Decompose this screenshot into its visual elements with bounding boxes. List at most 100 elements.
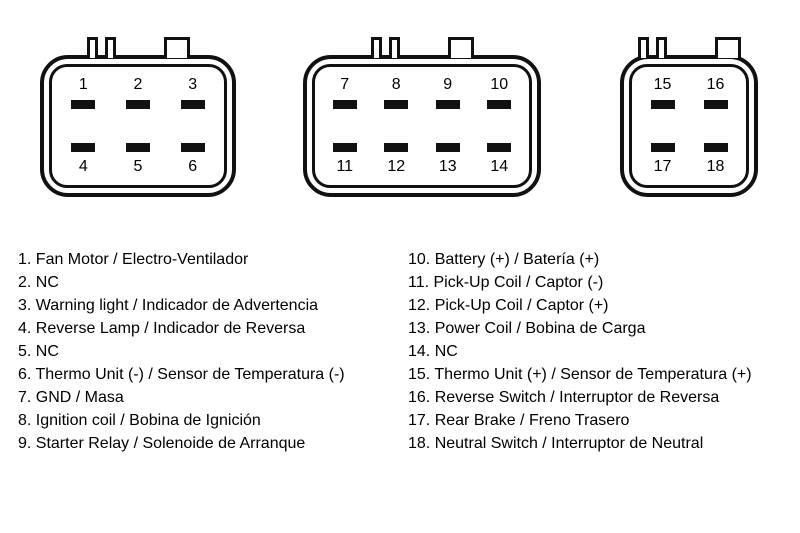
legend-item: 15. Thermo Unit (+) / Sensor de Temperat… xyxy=(408,366,752,383)
legend-item: 16. Reverse Switch / Interruptor de Reve… xyxy=(408,389,720,406)
legend-column-right: 10. Battery (+) / Batería (+) 11. Pick-U… xyxy=(408,248,752,455)
tab-prong xyxy=(86,37,98,58)
pin: 16 xyxy=(698,77,734,109)
pin-slot xyxy=(332,100,357,109)
pin: 15 xyxy=(645,77,681,109)
tab-wide xyxy=(447,37,474,58)
connector-top-tabs xyxy=(303,37,541,58)
legend-item: 8. Ignition coil / Bobina de Ignición xyxy=(18,412,261,429)
legend-item: 18. Neutral Switch / Interruptor de Neut… xyxy=(408,435,704,452)
pin-number: 9 xyxy=(443,76,453,93)
pin-row-top: 15 16 xyxy=(636,77,742,109)
pin-slot xyxy=(71,143,96,152)
pin-number: 6 xyxy=(188,158,198,175)
pin-number: 15 xyxy=(653,76,672,93)
connector-inner: 7 8 9 10 xyxy=(312,64,532,188)
legend-item: 12. Pick-Up Coil / Captor (+) xyxy=(408,297,609,314)
tab-wide xyxy=(163,37,190,58)
pin-slot xyxy=(650,143,675,152)
pin-number: 7 xyxy=(340,76,350,93)
pin-number: 13 xyxy=(438,158,457,175)
legend-column-left: 1. Fan Motor / Electro-Ventilador 2. NC … xyxy=(18,248,408,455)
tab-wide xyxy=(714,37,741,58)
pin: 13 xyxy=(430,143,466,175)
connector-top-tabs xyxy=(620,37,758,58)
pin-slot xyxy=(384,100,409,109)
pin-slot xyxy=(125,100,150,109)
tab-pair xyxy=(86,37,116,58)
connector-inner: 1 2 3 4 xyxy=(49,64,227,188)
legend-item: 13. Power Coil / Bobina de Carga xyxy=(408,320,646,337)
pin-slot xyxy=(332,143,357,152)
legend-item: 1. Fan Motor / Electro-Ventilador xyxy=(18,251,249,268)
pin-legend: 1. Fan Motor / Electro-Ventilador 2. NC … xyxy=(18,248,800,455)
legend-item: 14. NC xyxy=(408,343,458,360)
pin: 8 xyxy=(378,77,414,109)
pin: 11 xyxy=(327,143,363,175)
pin-slot xyxy=(435,143,460,152)
pin-number: 14 xyxy=(490,158,509,175)
connector-4-pin: 15 16 17 18 xyxy=(620,37,758,197)
legend-item: 7. GND / Masa xyxy=(18,389,124,406)
pin-row-bottom: 11 12 13 14 xyxy=(319,143,525,175)
pin-row-bottom: 4 5 6 xyxy=(56,143,220,175)
pin-number: 2 xyxy=(133,76,143,93)
pin-number: 11 xyxy=(336,158,354,175)
pin: 1 xyxy=(65,77,101,109)
pin-number: 10 xyxy=(490,76,509,93)
tab-prong xyxy=(655,37,667,58)
pin: 5 xyxy=(120,143,156,175)
pin-number: 1 xyxy=(78,76,88,93)
pin-slot xyxy=(384,143,409,152)
pin-row-top: 1 2 3 xyxy=(56,77,220,109)
pin-number: 12 xyxy=(387,158,406,175)
pin-number: 4 xyxy=(78,158,88,175)
pin: 3 xyxy=(175,77,211,109)
pin: 14 xyxy=(481,143,517,175)
tab-prong xyxy=(370,37,382,58)
pin: 12 xyxy=(378,143,414,175)
legend-item: 3. Warning light / Indicador de Adverten… xyxy=(18,297,319,314)
legend-item: 5. NC xyxy=(18,343,59,360)
pin-number: 3 xyxy=(188,76,198,93)
pin: 7 xyxy=(327,77,363,109)
pin: 9 xyxy=(430,77,466,109)
connector-top-tabs xyxy=(40,37,236,58)
legend-item: 9. Starter Relay / Solenoide de Arranque xyxy=(18,435,306,452)
pin-row-top: 7 8 9 10 xyxy=(319,77,525,109)
legend-item: 11. Pick-Up Coil / Captor (-) xyxy=(408,274,604,291)
connector-inner: 15 16 17 18 xyxy=(629,64,749,188)
pin: 4 xyxy=(65,143,101,175)
tab-prong xyxy=(104,37,116,58)
pin-number: 18 xyxy=(706,158,725,175)
pin-number: 5 xyxy=(133,158,143,175)
connector-body: 7 8 9 10 xyxy=(303,55,541,197)
connector-diagram: 1 2 3 4 xyxy=(0,0,800,232)
connector-8-pin: 7 8 9 10 xyxy=(303,37,541,197)
connector-6-pin: 1 2 3 4 xyxy=(40,37,236,197)
pin-slot xyxy=(487,143,512,152)
legend-item: 6. Thermo Unit (-) / Sensor de Temperatu… xyxy=(18,366,345,383)
pin-slot xyxy=(71,100,96,109)
legend-item: 2. NC xyxy=(18,274,59,291)
pin: 18 xyxy=(698,143,734,175)
pin-number: 16 xyxy=(706,76,725,93)
pin: 10 xyxy=(481,77,517,109)
pin-slot xyxy=(487,100,512,109)
tab-prong xyxy=(388,37,400,58)
pin-slot xyxy=(650,100,675,109)
tab-pair xyxy=(637,37,667,58)
pin-number: 8 xyxy=(391,76,401,93)
connector-body: 15 16 17 18 xyxy=(620,55,758,197)
pin-slot xyxy=(180,143,205,152)
tab-prong xyxy=(637,37,649,58)
pin-row-bottom: 17 18 xyxy=(636,143,742,175)
connector-body: 1 2 3 4 xyxy=(40,55,236,197)
legend-item: 17. Rear Brake / Freno Trasero xyxy=(408,412,630,429)
pin-number: 17 xyxy=(653,158,672,175)
pin-slot xyxy=(180,100,205,109)
pin-slot xyxy=(125,143,150,152)
pin: 2 xyxy=(120,77,156,109)
legend-item: 4. Reverse Lamp / Indicador de Reversa xyxy=(18,320,306,337)
pin: 6 xyxy=(175,143,211,175)
